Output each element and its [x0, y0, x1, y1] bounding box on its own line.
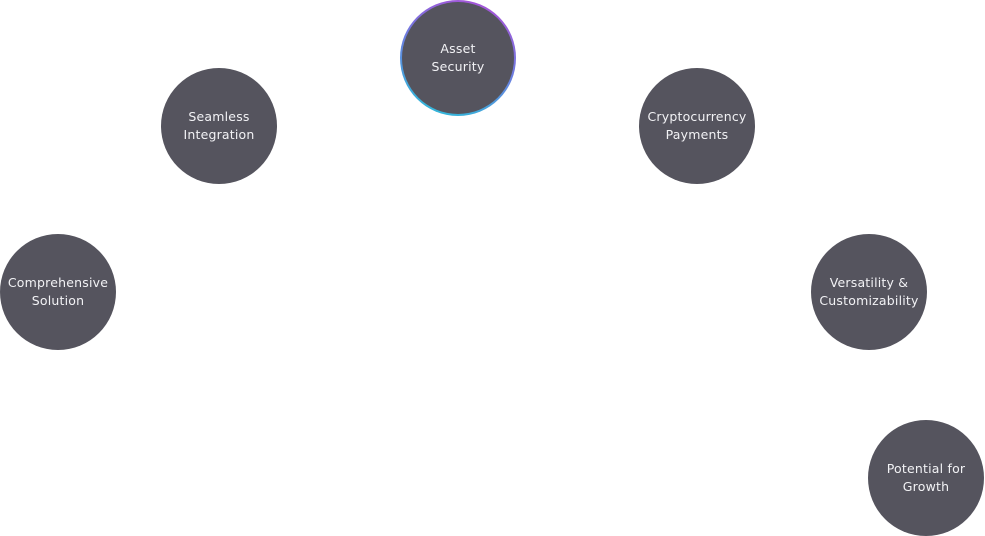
feature-cryptocurrency-payments[interactable]: Cryptocurrency Payments [639, 68, 755, 184]
feature-label: Cryptocurrency Payments [647, 109, 747, 142]
feature-seamless-integration[interactable]: Seamless Integration [161, 68, 277, 184]
feature-asset-security[interactable]: Asset Security [400, 0, 516, 116]
feature-label: Potential for Growth [886, 461, 966, 494]
feature-versatility-customizability[interactable]: Versatility & Customizability [811, 234, 927, 350]
feature-potential-for-growth[interactable]: Potential for Growth [868, 420, 984, 536]
feature-comprehensive-solution[interactable]: Comprehensive Solution [0, 234, 116, 350]
feature-label: Comprehensive Solution [7, 275, 109, 308]
feature-label: Asset Security [431, 41, 485, 74]
feature-label: Seamless Integration [183, 109, 255, 142]
feature-label: Versatility & Customizability [819, 275, 919, 308]
